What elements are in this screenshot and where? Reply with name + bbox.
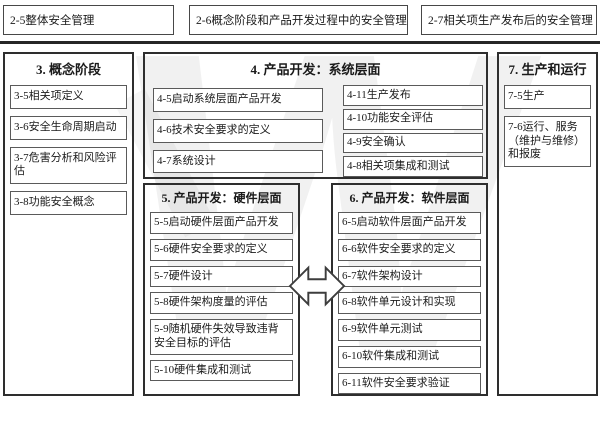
system-right-column: 4-11生产发布 4-10功能安全评估 4-9安全确认 4-8相关项集成和测试 xyxy=(343,85,483,177)
item-box: 4-6技术安全要求的定义 xyxy=(153,118,323,143)
item-box: 7-6运行、服务（维护与维修）和报废 xyxy=(504,115,591,167)
box-overall-safety-management: 2-5整体安全管理 xyxy=(3,5,174,35)
item-box: 7-5生产 xyxy=(504,85,591,109)
divider-line xyxy=(0,41,600,44)
item-list: 3-5相关项定义 3-6安全生命周期启动 3-7危害分析和风险评估 3-8功能安… xyxy=(5,81,132,215)
item-box: 5-7硬件设计 xyxy=(150,265,293,288)
section-title: 7. 生产和运行 xyxy=(508,62,587,77)
item-box: 5-5启动硬件层面产品开发 xyxy=(150,212,293,234)
item-box: 6-5启动软件层面产品开发 xyxy=(338,212,481,234)
item-box: 6-10软件集成和测试 xyxy=(338,345,481,368)
item-box: 6-8软件单元设计和实现 xyxy=(338,292,481,314)
section-production-operation: 7. 生产和运行 7-5生产 7-6运行、服务（维护与维修）和报废 xyxy=(497,52,598,396)
box-safety-management-after-release: 2-7相关项生产发布后的安全管理 xyxy=(421,5,597,35)
section-hardware-level-development: 5. 产品开发：硬件层面 5-5启动硬件层面产品开发 5-6硬件安全要求的定义 … xyxy=(143,183,300,396)
item-box: 5-8硬件架构度量的评估 xyxy=(150,292,293,314)
item-box: 4-11生产发布 xyxy=(343,85,483,106)
item-list: 6-5启动软件层面产品开发 6-6软件安全要求的定义 6-7软件架构设计 6-8… xyxy=(333,208,486,394)
section-system-level-development: 4. 产品开发：系统层面 4-5启动系统层面产品开发 4-6技术安全要求的定义 … xyxy=(143,52,488,179)
section-title: 3. 概念阶段 xyxy=(35,62,101,77)
section-title: 5. 产品开发：硬件层面 xyxy=(161,191,282,205)
item-box: 3-5相关项定义 xyxy=(10,85,127,109)
item-list: 5-5启动硬件层面产品开发 5-6硬件安全要求的定义 5-7硬件设计 5-8硬件… xyxy=(145,208,298,382)
system-left-column: 4-5启动系统层面产品开发 4-6技术安全要求的定义 4-7系统设计 xyxy=(153,88,323,177)
item-box: 6-6软件安全要求的定义 xyxy=(338,238,481,261)
section-software-level-development: 6. 产品开发：软件层面 6-5启动软件层面产品开发 6-6软件安全要求的定义 … xyxy=(331,183,488,396)
item-box: 4-7系统设计 xyxy=(153,149,323,174)
item-box: 3-7危害分析和风险评估 xyxy=(10,146,127,184)
item-box: 6-11软件安全要求验证 xyxy=(338,372,481,394)
box-safety-management-during-development: 2-6概念阶段和产品开发过程中的安全管理 xyxy=(189,5,408,35)
item-box: 6-9软件单元测试 xyxy=(338,319,481,341)
item-box: 4-5启动系统层面产品开发 xyxy=(153,88,323,112)
item-box: 3-6安全生命周期启动 xyxy=(10,115,127,140)
item-box: 6-7软件架构设计 xyxy=(338,265,481,288)
item-box: 4-8相关项集成和测试 xyxy=(343,156,483,177)
section-title: 4. 产品开发：系统层面 xyxy=(250,62,381,77)
item-box: 4-9安全确认 xyxy=(343,132,483,154)
item-box: 5-9随机硬件失效导致违背安全目标的评估 xyxy=(150,319,293,355)
item-box: 4-10功能安全评估 xyxy=(343,108,483,130)
item-box: 5-6硬件安全要求的定义 xyxy=(150,238,293,261)
section-title: 6. 产品开发：软件层面 xyxy=(349,191,470,205)
bidirectional-arrow-icon xyxy=(288,265,346,307)
item-box: 5-10硬件集成和测试 xyxy=(150,359,293,382)
item-list: 7-5生产 7-6运行、服务（维护与维修）和报废 xyxy=(499,81,596,167)
item-box: 3-8功能安全概念 xyxy=(10,191,127,215)
section-concept-phase: 3. 概念阶段 3-5相关项定义 3-6安全生命周期启动 3-7危害分析和风险评… xyxy=(3,52,134,396)
